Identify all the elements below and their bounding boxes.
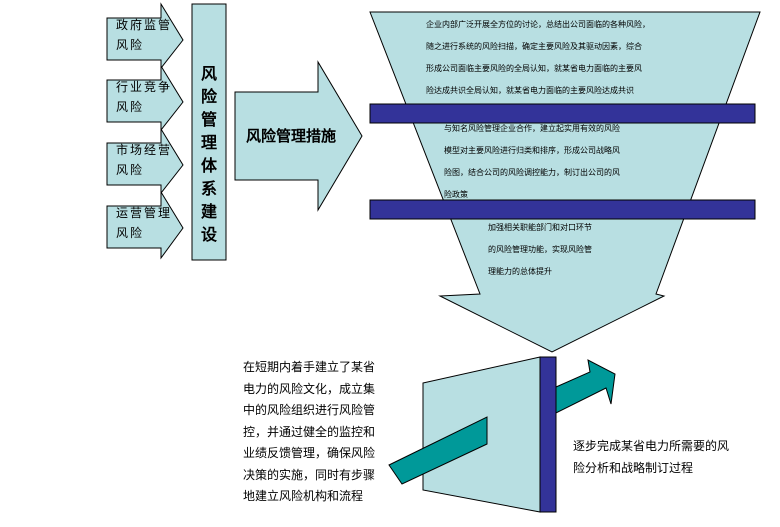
system-box-label: 风险管理体系建设 — [200, 64, 217, 244]
source-arrow-4 — [106, 190, 184, 260]
source-label-2: 行业竞争风险 — [116, 80, 173, 114]
outgoing-arrow-icon — [555, 359, 616, 414]
source-arrow-2 — [106, 64, 184, 132]
source-label-3: 市场经营风险 — [116, 143, 173, 177]
right-note: 逐步完成某省电力所需要的风险分析和战略制订过程 — [573, 439, 730, 475]
source-label-4: 运营管理风险 — [116, 206, 173, 240]
incoming-arrow-icon — [388, 416, 488, 485]
funnel-stage-3: 加强相关职能部门和对口环节的风险管理功能，实现风险管理能力的总体提升 — [488, 223, 592, 276]
panel-bar — [539, 356, 557, 513]
source-label-1: 政府监管风险 — [116, 18, 173, 52]
funnel-stage-1: 企业内部广泛开展全方位的讨论，总结出公司面临的各种风险，随之进行系统的风险扫描，… — [426, 20, 650, 95]
measures-arrow-shape — [234, 60, 363, 212]
funnel-divider-2 — [369, 199, 756, 220]
left-note: 在短期内着手建立了某省电力的风险文化，成立集中的风险组织进行风险管控，并通过健全… — [243, 360, 376, 503]
source-arrow-3 — [106, 127, 184, 195]
system-box-shape — [191, 3, 227, 261]
measures-arrow-label: 风险管理措施 — [246, 127, 337, 145]
funnel-divider-1 — [369, 103, 756, 124]
funnel-stage-2: 与知名风险管理企业合作，建立起实用有效的风险模型对主要风险进行归类和排序，形成公… — [444, 124, 620, 199]
source-arrow-1 — [106, 2, 184, 70]
funnel-shape — [369, 11, 761, 353]
